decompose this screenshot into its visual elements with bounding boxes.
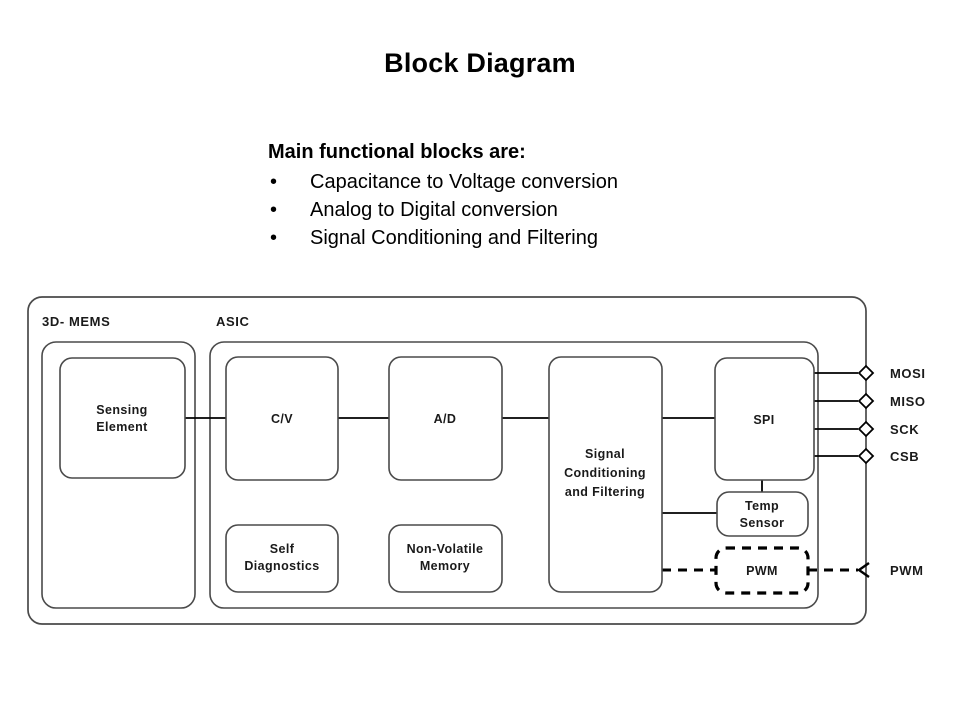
block-pwm-label: PWM <box>746 564 778 578</box>
bullet-label-2: Analog to Digital conversion <box>310 199 558 221</box>
bullet-item-2: • Analog to Digital conversion <box>268 196 828 224</box>
block-cv-label: C/V <box>271 412 293 426</box>
pin-label-sck: SCK <box>890 422 919 437</box>
block-self-diagnostics <box>225 524 339 593</box>
terminal-miso-icon <box>857 392 875 410</box>
block-temp-sensor <box>716 491 809 537</box>
block-ad <box>388 356 503 481</box>
group-label-mems: 3D- MEMS <box>42 314 110 329</box>
block-sensing-element-label-line2: Element <box>96 420 148 434</box>
block-non-volatile-memory-label-line1: Non-Volatile <box>407 542 484 556</box>
body-text-block: Main functional blocks are: • Capacitanc… <box>268 138 828 252</box>
block-self-diagnostics-label-line2: Diagnostics <box>244 559 319 573</box>
page-title: Block Diagram <box>384 48 576 78</box>
bullet-label-3: Signal Conditioning and Filtering <box>310 227 598 249</box>
block-signal-conditioning <box>548 356 663 593</box>
asic-group-box <box>209 341 819 609</box>
pin-label-miso: MISO <box>890 394 926 409</box>
bullet-item-3: • Signal Conditioning and Filtering <box>268 224 828 252</box>
block-sensing-element <box>59 357 186 479</box>
block-non-volatile-memory <box>388 524 503 593</box>
terminal-pwm-icon <box>856 562 870 578</box>
terminal-mosi-icon <box>857 364 875 382</box>
block-cv <box>225 356 339 481</box>
block-ad-label: A/D <box>434 412 457 426</box>
block-signal-conditioning-label-line1: Signal <box>585 447 625 461</box>
block-temp-sensor-label-line2: Sensor <box>740 516 785 530</box>
block-temp-sensor-label-line1: Temp <box>745 499 779 513</box>
block-spi-label: SPI <box>753 413 774 427</box>
block-sensing-element-label-line1: Sensing <box>96 403 147 417</box>
block-signal-conditioning-label-line3: and Filtering <box>565 485 645 499</box>
body-heading: Main functional blocks are: <box>268 141 526 163</box>
bullet-label-1: Capacitance to Voltage conversion <box>310 171 618 193</box>
pin-label-mosi: MOSI <box>890 366 926 381</box>
block-self-diagnostics-label-line1: Self <box>270 542 295 556</box>
bullet-item-1: • Capacitance to Voltage conversion <box>268 168 828 196</box>
bullet-dot-icon: • <box>270 199 278 221</box>
block-signal-conditioning-label-line2: Conditioning <box>564 466 646 480</box>
block-pwm <box>714 546 810 595</box>
bullet-dot-icon: • <box>270 171 278 193</box>
pin-label-pwm: PWM <box>890 563 924 578</box>
terminal-sck-icon <box>857 420 875 438</box>
terminal-csb-icon <box>857 447 875 465</box>
group-label-asic: ASIC <box>216 314 249 329</box>
pin-label-csb: CSB <box>890 449 919 464</box>
block-non-volatile-memory-label-line2: Memory <box>420 559 470 573</box>
bullet-dot-icon: • <box>270 227 278 249</box>
block-spi <box>714 357 815 481</box>
